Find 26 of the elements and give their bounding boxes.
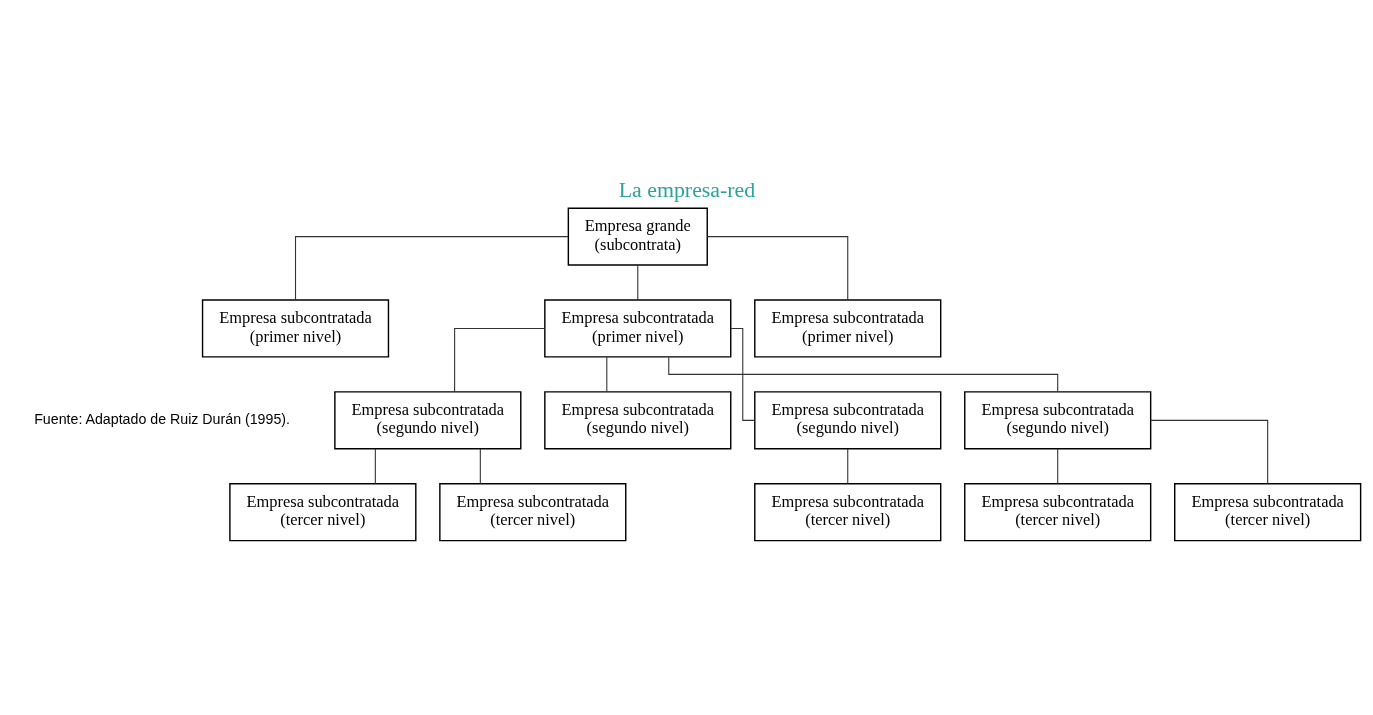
- connector: [636, 264, 638, 300]
- connector: [706, 235, 848, 300]
- connector: [1149, 419, 1268, 484]
- caption: Fuente: Adaptado de Ruiz Durán (1995).: [33, 410, 290, 427]
- node-box: Empresa subcontratada (tercer nivel): [1173, 482, 1361, 541]
- node-box: Empresa subcontratada (segundo nivel): [543, 390, 731, 449]
- connector: [605, 356, 607, 392]
- node-box: Empresa subcontratada (tercer nivel): [753, 482, 941, 541]
- connector: [1056, 447, 1058, 484]
- diagram-title: La empresa-red: [618, 177, 755, 202]
- node-box: Empresa subcontratada (segundo nivel): [333, 390, 521, 449]
- node-box: Empresa grande (subcontrata): [567, 206, 708, 266]
- connector: [374, 447, 376, 484]
- node-box: Empresa subcontratada (tercer nivel): [228, 482, 416, 541]
- node-box: Empresa subcontratada (segundo nivel): [963, 390, 1151, 449]
- node-box: Empresa subcontratada (primer nivel): [753, 298, 941, 358]
- node-box: Empresa subcontratada (primer nivel): [201, 298, 389, 358]
- node-box: Empresa subcontratada (segundo nivel): [753, 390, 941, 449]
- connector: [479, 447, 481, 484]
- node-box: Empresa subcontratada (tercer nivel): [963, 482, 1151, 541]
- connector: [846, 447, 848, 484]
- connector: [730, 327, 755, 421]
- node-box: Empresa subcontratada (primer nivel): [543, 298, 731, 358]
- connector: [453, 327, 545, 392]
- connector: [294, 235, 569, 300]
- node-box: Empresa subcontratada (tercer nivel): [438, 482, 626, 541]
